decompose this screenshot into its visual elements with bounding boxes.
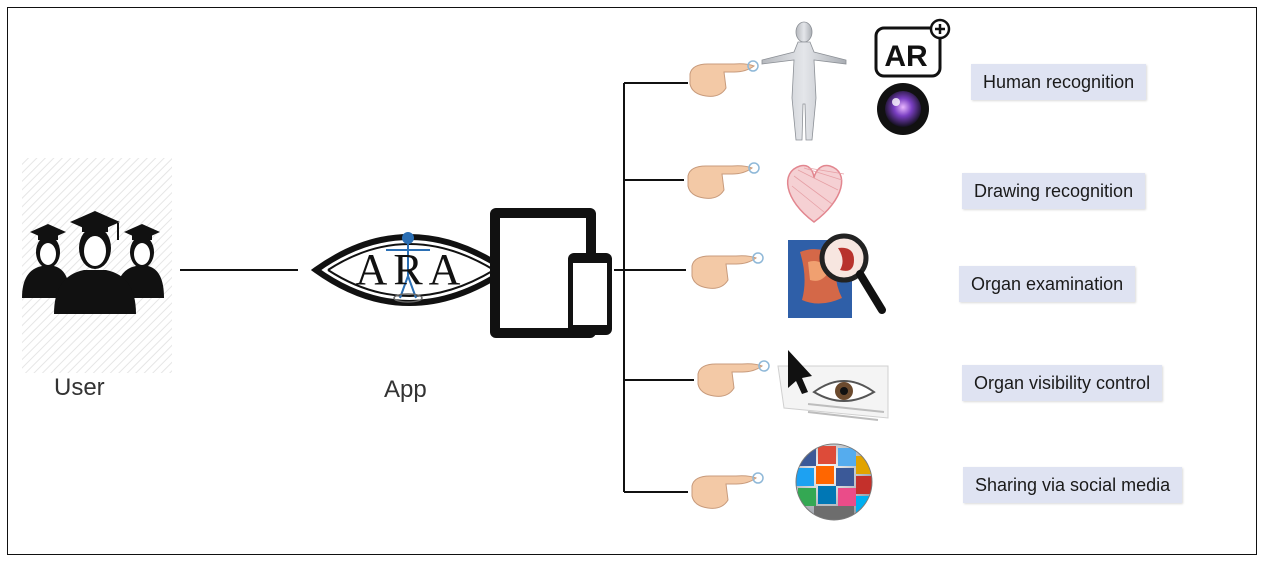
diagram-canvas: ARA — [22, 18, 951, 521]
pointing-hand-icon — [691, 472, 764, 509]
camera-lens-icon — [877, 83, 929, 135]
pointing-hand-icon — [691, 252, 764, 289]
user-group-icon — [22, 158, 172, 373]
human-body-icon — [761, 21, 847, 141]
pointing-hand-icon — [687, 162, 760, 199]
diagram-frame: ARA — [7, 7, 1257, 555]
ar-badge-text: AR — [884, 40, 928, 73]
user-label: User — [54, 374, 105, 401]
feature-label-organ-visibility-control: Organ visibility control — [962, 365, 1163, 401]
feature-label-organ-examination: Organ examination — [959, 266, 1136, 302]
eye-cursor-icon — [777, 350, 889, 421]
branch-lines — [614, 82, 694, 493]
heart-drawing-icon — [786, 164, 845, 223]
device-icon — [490, 208, 612, 338]
pointing-hand-icon — [689, 60, 759, 97]
ar-badge-icon: AR — [874, 18, 951, 78]
social-globe-icon — [795, 443, 873, 521]
magnifier-kidney-icon — [788, 233, 886, 318]
feature-label-sharing-social-media: Sharing via social media — [963, 467, 1183, 503]
logo-text: ARA — [356, 245, 467, 294]
feature-label-drawing-recognition: Drawing recognition — [962, 173, 1146, 209]
feature-label-human-recognition: Human recognition — [971, 64, 1147, 100]
ara-eye-logo: ARA — [310, 232, 512, 306]
pointing-hand-icon — [697, 360, 770, 397]
app-label: App — [384, 376, 427, 403]
